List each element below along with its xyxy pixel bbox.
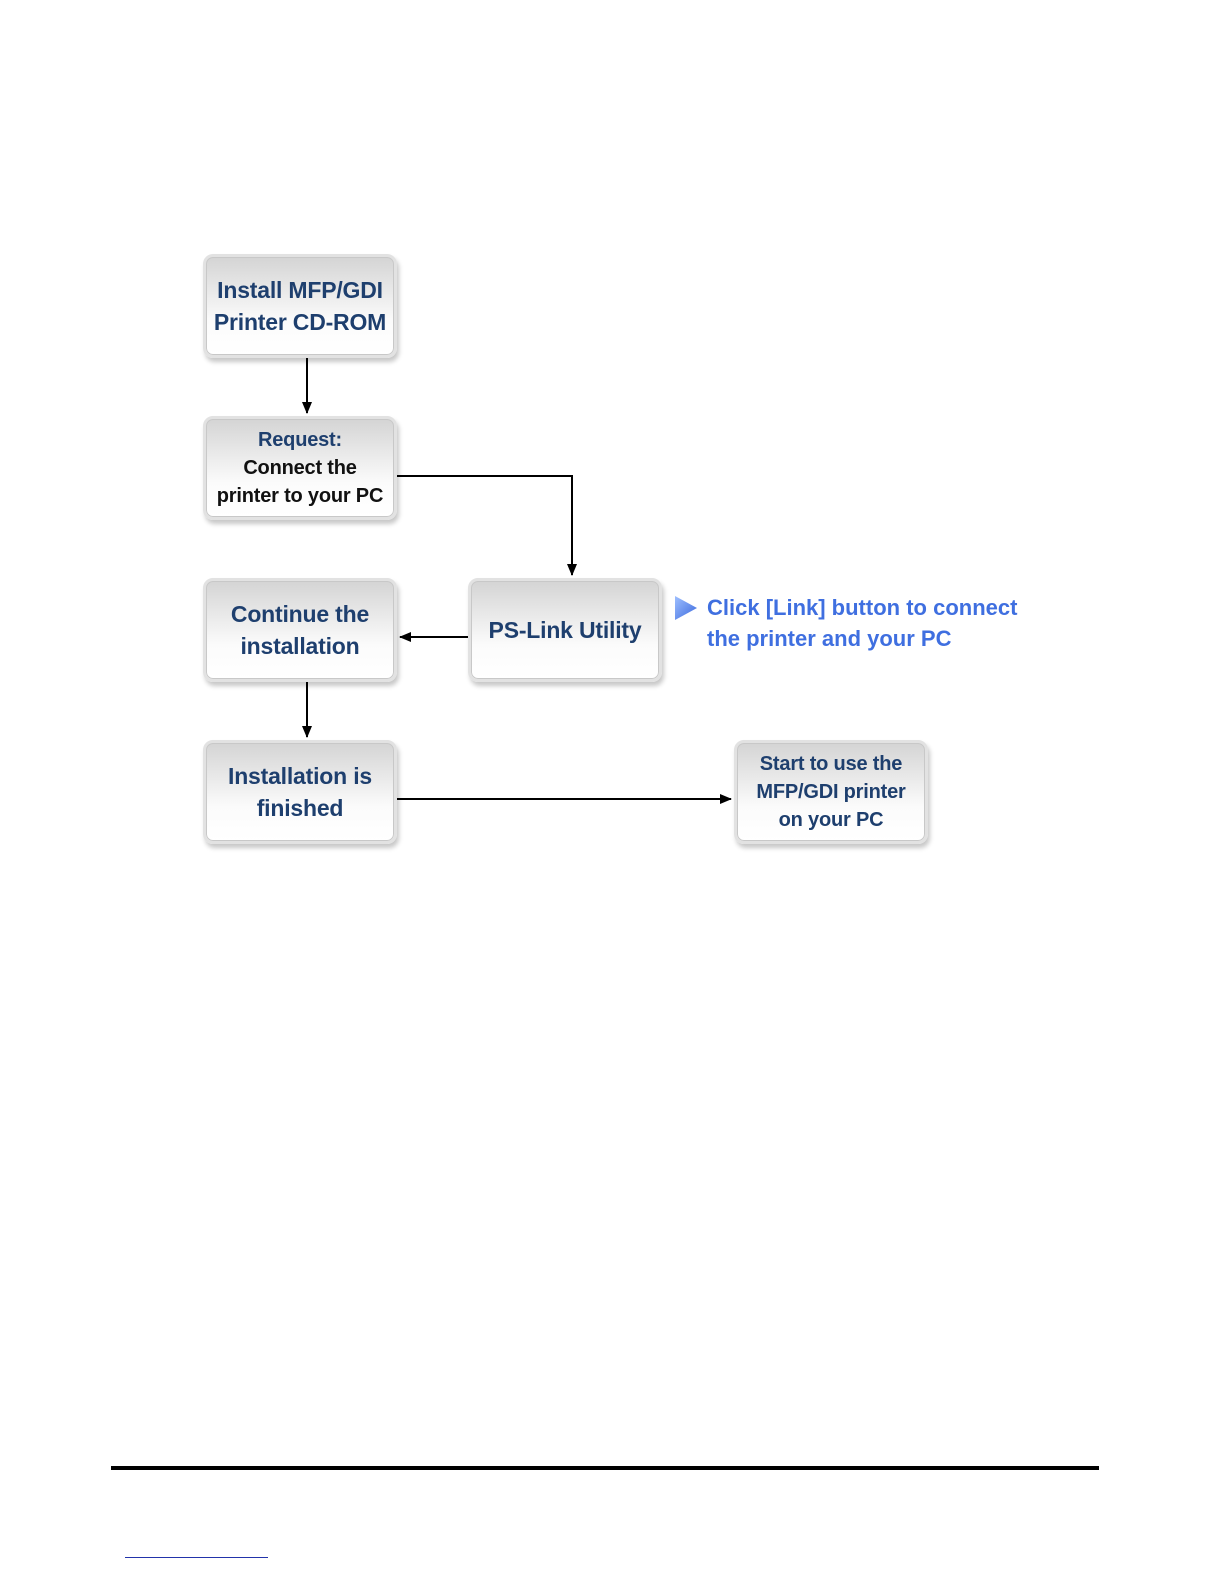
play-triangle-icon <box>673 594 699 622</box>
step-install-cd-rom: Install MFP/GDI Printer CD-ROM <box>203 254 397 358</box>
footer-divider <box>111 1466 1099 1470</box>
tip-line-2: the printer and your PC <box>707 623 1017 654</box>
step-ps-link-utility: PS-Link Utility <box>468 578 662 682</box>
step-install-line-2: Printer CD-ROM <box>214 306 386 338</box>
step-pslink-line-1: PS-Link Utility <box>489 614 642 646</box>
step-continue-line-2: installation <box>240 630 359 662</box>
tip-link-instruction: Click [Link] button to connect the print… <box>707 592 1017 654</box>
step-continue-installation: Continue the installation <box>203 578 397 682</box>
step-install-line-1: Install MFP/GDI <box>217 274 383 306</box>
step-start-line-2: MFP/GDI printer <box>756 778 905 806</box>
step-continue-line-1: Continue the <box>231 598 369 630</box>
arrow-request-to-pslink <box>397 476 572 575</box>
step-request-heading: Request: <box>258 426 342 454</box>
tip-line-1: Click [Link] button to connect <box>707 592 1017 623</box>
step-request-line-2: printer to your PC <box>217 482 383 510</box>
step-finished-line-2: finished <box>257 792 344 824</box>
step-finished-line-1: Installation is <box>228 760 372 792</box>
step-start-line-1: Start to use the <box>760 750 902 778</box>
step-start-line-3: on your PC <box>779 806 884 834</box>
step-installation-finished: Installation is finished <box>203 740 397 844</box>
footer-link-underline <box>125 1557 268 1558</box>
step-request-connect: Request: Connect the printer to your PC <box>203 416 397 520</box>
step-start-using-printer: Start to use the MFP/GDI printer on your… <box>734 740 928 844</box>
step-request-line-1: Connect the <box>243 454 356 482</box>
